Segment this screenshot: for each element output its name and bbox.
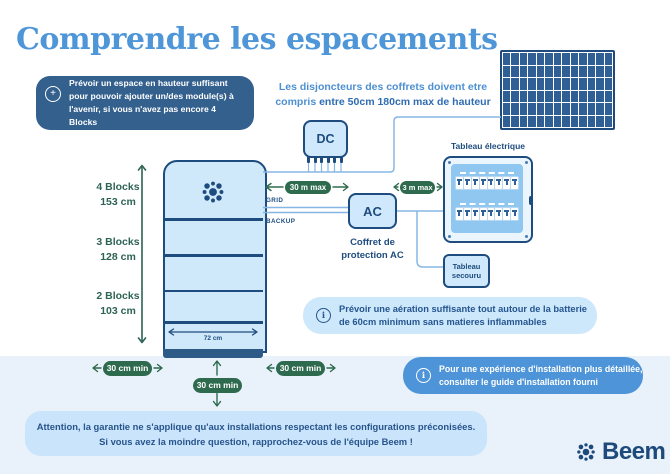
beem-wordmark: Beem (602, 438, 666, 465)
beem-logo: Beem (575, 438, 666, 466)
cable-length-30m-pill: 30 m max (285, 181, 331, 194)
screw-icon (448, 235, 451, 238)
guide-info-box: i Pour une expérience d'installation plu… (403, 357, 643, 394)
screw-icon (525, 235, 528, 238)
battery-divider (163, 254, 263, 257)
battery-stack: 72 cm (163, 160, 267, 358)
height-note-box: + Prévoir un espace en hauteur suffisant… (36, 76, 254, 130)
beem-flower-icon (577, 443, 595, 461)
info-icon: i (316, 308, 331, 323)
plus-icon: + (45, 86, 61, 102)
breaker-rule-text: Les disjoncteurs des coffrets doivent et… (275, 81, 491, 108)
battery-width-label: 72 cm (203, 335, 223, 342)
grid-label: GRID (266, 197, 284, 204)
cable-length-3m-pill: 3 m max (400, 181, 435, 194)
backup-label: BACKUP (266, 218, 296, 225)
breaker-panel (451, 164, 523, 233)
dc-pin-cables (307, 163, 342, 172)
battery-base (163, 349, 263, 358)
battery-divider (163, 218, 263, 221)
info-icon: i (416, 368, 431, 383)
clearance-left-pill: 30 cm min (103, 361, 152, 376)
beem-flower-icon (202, 181, 224, 203)
battery-divider (163, 321, 263, 324)
warranty-warning-box: Attention, la garantie ne s'applique qu'… (25, 411, 487, 456)
screw-icon (525, 161, 528, 164)
tableau-electrique-box (443, 156, 533, 243)
clearance-right-pill: 30 cm min (276, 361, 325, 376)
screw-icon (448, 161, 451, 164)
dc-box: DC (303, 120, 348, 158)
page-title: Comprendre les espacements (16, 22, 498, 57)
battery-divider (163, 289, 263, 292)
dc-pins (307, 157, 347, 163)
panel-handle-icon (529, 196, 533, 205)
height-note-text: Prévoir un espace en hauteur suffisant p… (69, 78, 234, 127)
clearance-bottom-pill: 30 cm min (193, 378, 242, 393)
aeration-info-box: i Prévoir une aération suffisante tout a… (303, 297, 597, 334)
ac-protection-box: AC (348, 193, 397, 229)
solar-panel (500, 50, 615, 130)
tableau-electrique-label: Tableau électrique (450, 141, 525, 151)
